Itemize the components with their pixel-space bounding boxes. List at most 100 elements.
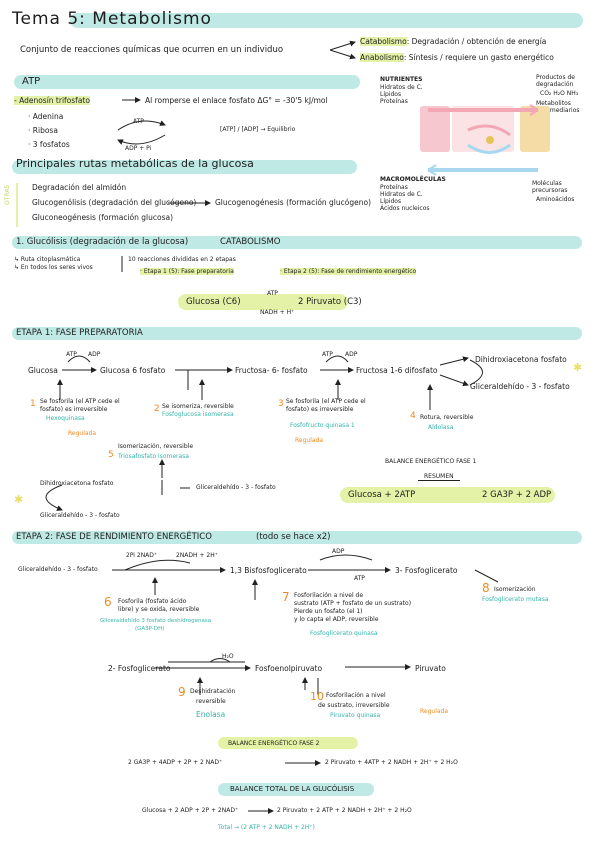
- etapa2-summary-text: · Etapa 2 (5): Fase de rendimiento energ…: [280, 268, 417, 275]
- glucolisis-heading-bar: [12, 236, 582, 249]
- balance1-title: BALANCE ENERGÉTICO FASE 1: [385, 458, 477, 465]
- productos-values: CO₂ H₂O NH₃: [540, 90, 579, 97]
- step2-number: 2: [154, 404, 160, 414]
- step4-number: 4: [410, 411, 416, 421]
- nutrientes-title: NUTRIENTES: [380, 76, 423, 83]
- step5-enzyme: Triosafosfato isomerasa: [118, 453, 189, 460]
- step8-text: Isomerización: [494, 586, 536, 593]
- otras-side-label: OTRAS: [4, 184, 11, 205]
- step10-text-1: Fosforilación a nivel: [326, 692, 386, 699]
- step7-text-3: Pierde un fosfato (el 1): [294, 608, 363, 615]
- e2-bpg: 1,3 Bisfosfoglicerato: [230, 566, 307, 575]
- e1-adp2: ADP: [345, 351, 358, 358]
- etapa2-heading-bar: [12, 531, 582, 544]
- step10-regulada: Regulada: [420, 708, 449, 715]
- cycle-adp: ADP + Pi: [125, 145, 152, 152]
- rutas-heading: Principales rutas metabólicas de la gluc…: [16, 157, 254, 170]
- adenosina-text: - Adenosín trifosfato: [14, 96, 90, 105]
- e2-pg2: 2- Fosfoglicerato: [108, 664, 171, 673]
- step1-number: 1: [30, 399, 36, 409]
- balance2-left: 2 GA3P + 4ADP + 2P + 2 NAD⁺: [128, 759, 223, 766]
- catabolismo-text: : Degradación / obtención de energía: [406, 37, 547, 46]
- resumen-label: RESUMEN: [418, 473, 460, 481]
- anabolismo-line: Anabolismo: Síntesis / requiere un gasto…: [360, 53, 554, 62]
- step9-text-2: reversible: [196, 698, 226, 705]
- diagram-panel-right: [520, 106, 550, 152]
- eq-nadh: NADH + H⁺: [260, 309, 295, 316]
- step7-enzyme: Fosfoglicerato quinasa: [310, 630, 378, 637]
- atp-part-ribosa: · Ribosa: [28, 126, 58, 135]
- step10-text-2: de sustrato, irreversible: [318, 702, 390, 709]
- e2-h2o: H₂O: [222, 653, 234, 660]
- anabolismo-label: Anabolismo: [360, 53, 404, 62]
- step7-text-2: sustrato (ATP + fosfato de un sustrato): [294, 600, 412, 607]
- balance2-right: 2 Piruvato + 4ATP + 2 NADH + 2H⁺ + 2 H₂O: [325, 759, 458, 766]
- step6-enzyme-2: (GA3P-DH): [135, 626, 165, 632]
- diagram-panel-left: [420, 106, 450, 152]
- e2-adp: ADP: [332, 548, 345, 555]
- e1-f16: Fructosa 1-6 difosfato: [356, 366, 438, 375]
- step4-enzyme: Aldolasa: [428, 424, 454, 431]
- step6-text-2: libre) y se oxida, reversible: [118, 606, 200, 613]
- balance2-bar: [218, 737, 358, 749]
- total-right: 2 Piruvato + 2 ATP + 2 NADH + 2H⁺ + 2 H₂…: [277, 807, 412, 814]
- etapa2-summary: · Etapa 2 (5): Fase de rendimiento energ…: [280, 268, 417, 275]
- step1-text-2: fosfato) es irreversible: [40, 406, 108, 413]
- etapa1-heading-bar: [12, 327, 582, 340]
- title-highlight: [70, 13, 583, 28]
- nutriente-2: Lípidos: [380, 91, 402, 98]
- balance1-right: 2 GA3P + 2 ADP: [482, 490, 552, 500]
- glucosa-eq-bar: [178, 294, 348, 310]
- balance1-bar: [340, 487, 555, 503]
- e2-piruvato: Piruvato: [415, 664, 446, 673]
- atp-part-fosfatos: · 3 fosfatos: [28, 140, 70, 149]
- e1-atp2: ATP: [322, 351, 333, 358]
- macro-3: Lípidos: [380, 198, 402, 205]
- macro-4: Ácidos nucleicos: [380, 205, 430, 212]
- e2-outputs: 2NADH + 2H⁺: [176, 552, 218, 559]
- e1-dhap: Dihidroxiacetona fosfato: [475, 355, 567, 364]
- step8-number: 8: [482, 581, 490, 595]
- total-bar: [218, 783, 374, 796]
- e1-f6p: Fructosa- 6- fosfato: [235, 366, 308, 375]
- total-title: BALANCE TOTAL DE LA GLUCÓLISIS: [230, 785, 355, 793]
- e2-pg3: 3- Fosfoglicerato: [395, 566, 458, 575]
- productos-title: Productos de degradación: [536, 74, 575, 88]
- step10-number: 10: [310, 690, 324, 703]
- rutas-heading-bar: [12, 160, 357, 174]
- ruta-gluconeogenesis: Gluconeogénesis (formación glucosa): [32, 213, 174, 222]
- page-title: Tema 5: Metabolismo: [12, 9, 212, 29]
- catabolismo-tag: CATABOLISMO: [220, 237, 281, 247]
- step1-text-1: Se fosforila (el ATP cede el: [40, 398, 120, 405]
- metabolitos-label: Metabolitos intermediarios: [536, 100, 580, 114]
- ruta-glucogenogenesis: Glucogenogénesis (formación glucógeno): [215, 198, 371, 207]
- note-seres-vivos: ↳ En todos los seres vivos: [14, 264, 93, 271]
- macro-title: MACROMOLÉCULAS: [380, 176, 446, 183]
- e2-inputs: 2Pi 2NAD⁺: [126, 552, 158, 559]
- hydrolysis-text: Al romperse el enlace fosfato ΔG° = -30'…: [145, 96, 328, 105]
- step1-enzyme: Hexoquinasa: [46, 415, 85, 422]
- step3-regulada: Regulada: [295, 437, 324, 444]
- step2-enzyme: Fosfoglucosa isomerasa: [162, 411, 234, 418]
- e1-ga3p-2: Gliceraldehído - 3 - fosfato: [40, 512, 120, 519]
- e1-dhap-2: Dihidroxiacetona fosfato: [40, 480, 114, 487]
- anabolismo-text: : Síntesis / requiere un gasto energétic…: [403, 53, 554, 62]
- atp-heading-bar: [14, 75, 360, 89]
- eq-glucosa: Glucosa (C6): [186, 297, 241, 307]
- e1-ga3p: Gliceraldehído - 3 - fosfato: [470, 382, 570, 391]
- precursoras-title: Moléculas precursoras: [532, 180, 568, 194]
- step3-enzyme: Fosfofructo quinasa 1: [290, 422, 355, 429]
- step3-number: 3: [278, 399, 284, 409]
- step3-text-1: Se fosforila (el ATP cede el: [286, 398, 366, 405]
- e1-ga3p-3: Gliceraldehído - 3 - fosfato: [196, 484, 276, 491]
- step6-enzyme-1: Gliceraldehído 3 fosfato deshidrogenasa: [100, 618, 212, 624]
- glucolisis-heading: 1. Glucólisis (degradación de la glucosa…: [16, 237, 189, 247]
- metabolism-definition: Conjunto de reacciones químicas que ocur…: [20, 45, 284, 55]
- reactions-text: 10 reacciones divididas en 2 etapas: [128, 256, 236, 263]
- step6-text-1: Fosforila (fosfato ácido: [118, 598, 187, 605]
- etapa1-summary: · Etapa 1 (5): Fase preparatoria: [140, 268, 234, 275]
- step7-number: 7: [282, 590, 290, 604]
- e1-g6p: Glucosa 6 fosfato: [100, 366, 166, 375]
- step9-enzyme: Enolasa: [196, 710, 226, 719]
- eq-piruvato: 2 Piruvato (C3): [298, 297, 362, 307]
